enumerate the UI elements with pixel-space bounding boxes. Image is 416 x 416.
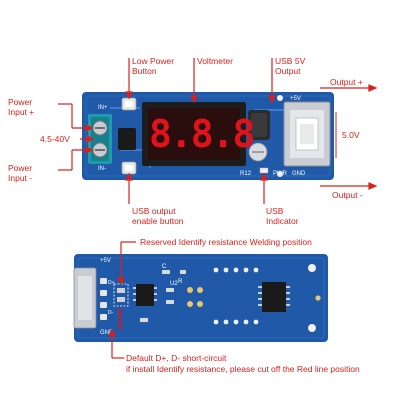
pcb-bottom xyxy=(74,254,328,342)
silk-bottom-r: R xyxy=(178,279,183,285)
via-pads xyxy=(187,287,203,307)
capacitor xyxy=(248,142,268,162)
silk-gnd: GND xyxy=(292,171,306,177)
label-voltmeter: Voltmeter xyxy=(197,56,233,66)
silk-in-plus: IN+ xyxy=(98,105,108,111)
inductor xyxy=(248,110,270,140)
silk-bottom-u2: U2 xyxy=(170,281,178,287)
label-output-plus: Output + xyxy=(330,77,363,87)
label-usb-output-enable: USB output enable button xyxy=(132,206,184,226)
label-voltage-range: 4.5-40V xyxy=(40,134,70,144)
label-usb-5v-output: USB 5V Output xyxy=(275,56,306,76)
label-power-input-minus: Power Input - xyxy=(8,163,33,183)
label-low-power-button: Low Power Button xyxy=(132,56,175,76)
label-install-note: if install Identify resistance, please c… xyxy=(126,364,360,374)
silk-pwr: PWR xyxy=(273,171,287,177)
silk-out-plus-5v: +5V xyxy=(290,96,301,102)
label-output-voltage: 5.0V xyxy=(342,130,360,140)
silk-bottom-gnd: GND xyxy=(100,330,114,336)
usb-pads xyxy=(100,278,107,320)
silk-in-minus: IN- xyxy=(98,166,106,172)
silk-bottom-d-minus: D- xyxy=(108,310,114,316)
mcu-chip xyxy=(258,282,290,312)
label-output-minus: Output - xyxy=(332,190,363,200)
label-power-input-plus: Power Input + xyxy=(8,97,35,117)
label-usb-indicator: USB Indicator xyxy=(266,206,299,226)
ic-u2 xyxy=(133,284,157,306)
usb-port-bottom xyxy=(73,267,97,329)
regulator-chip xyxy=(118,128,136,150)
label-default-short: Default D+, D- short-circuit xyxy=(126,353,227,363)
voltmeter-display xyxy=(142,102,246,166)
usb-5v-output-port[interactable] xyxy=(283,101,331,167)
silk-bottom-d-plus: D+ xyxy=(108,280,115,286)
silk-bottom-c: C xyxy=(162,264,167,270)
label-reserved-resistance: Reserved Identify resistance Welding pos… xyxy=(140,237,312,247)
usb-output-enable-button[interactable] xyxy=(121,161,137,175)
display-digits: 8.8.8 xyxy=(149,112,255,156)
display-header-pins xyxy=(213,267,259,325)
silk-r12: R12 xyxy=(240,171,252,177)
silk-bottom-plus-5v: +5V xyxy=(100,258,111,264)
